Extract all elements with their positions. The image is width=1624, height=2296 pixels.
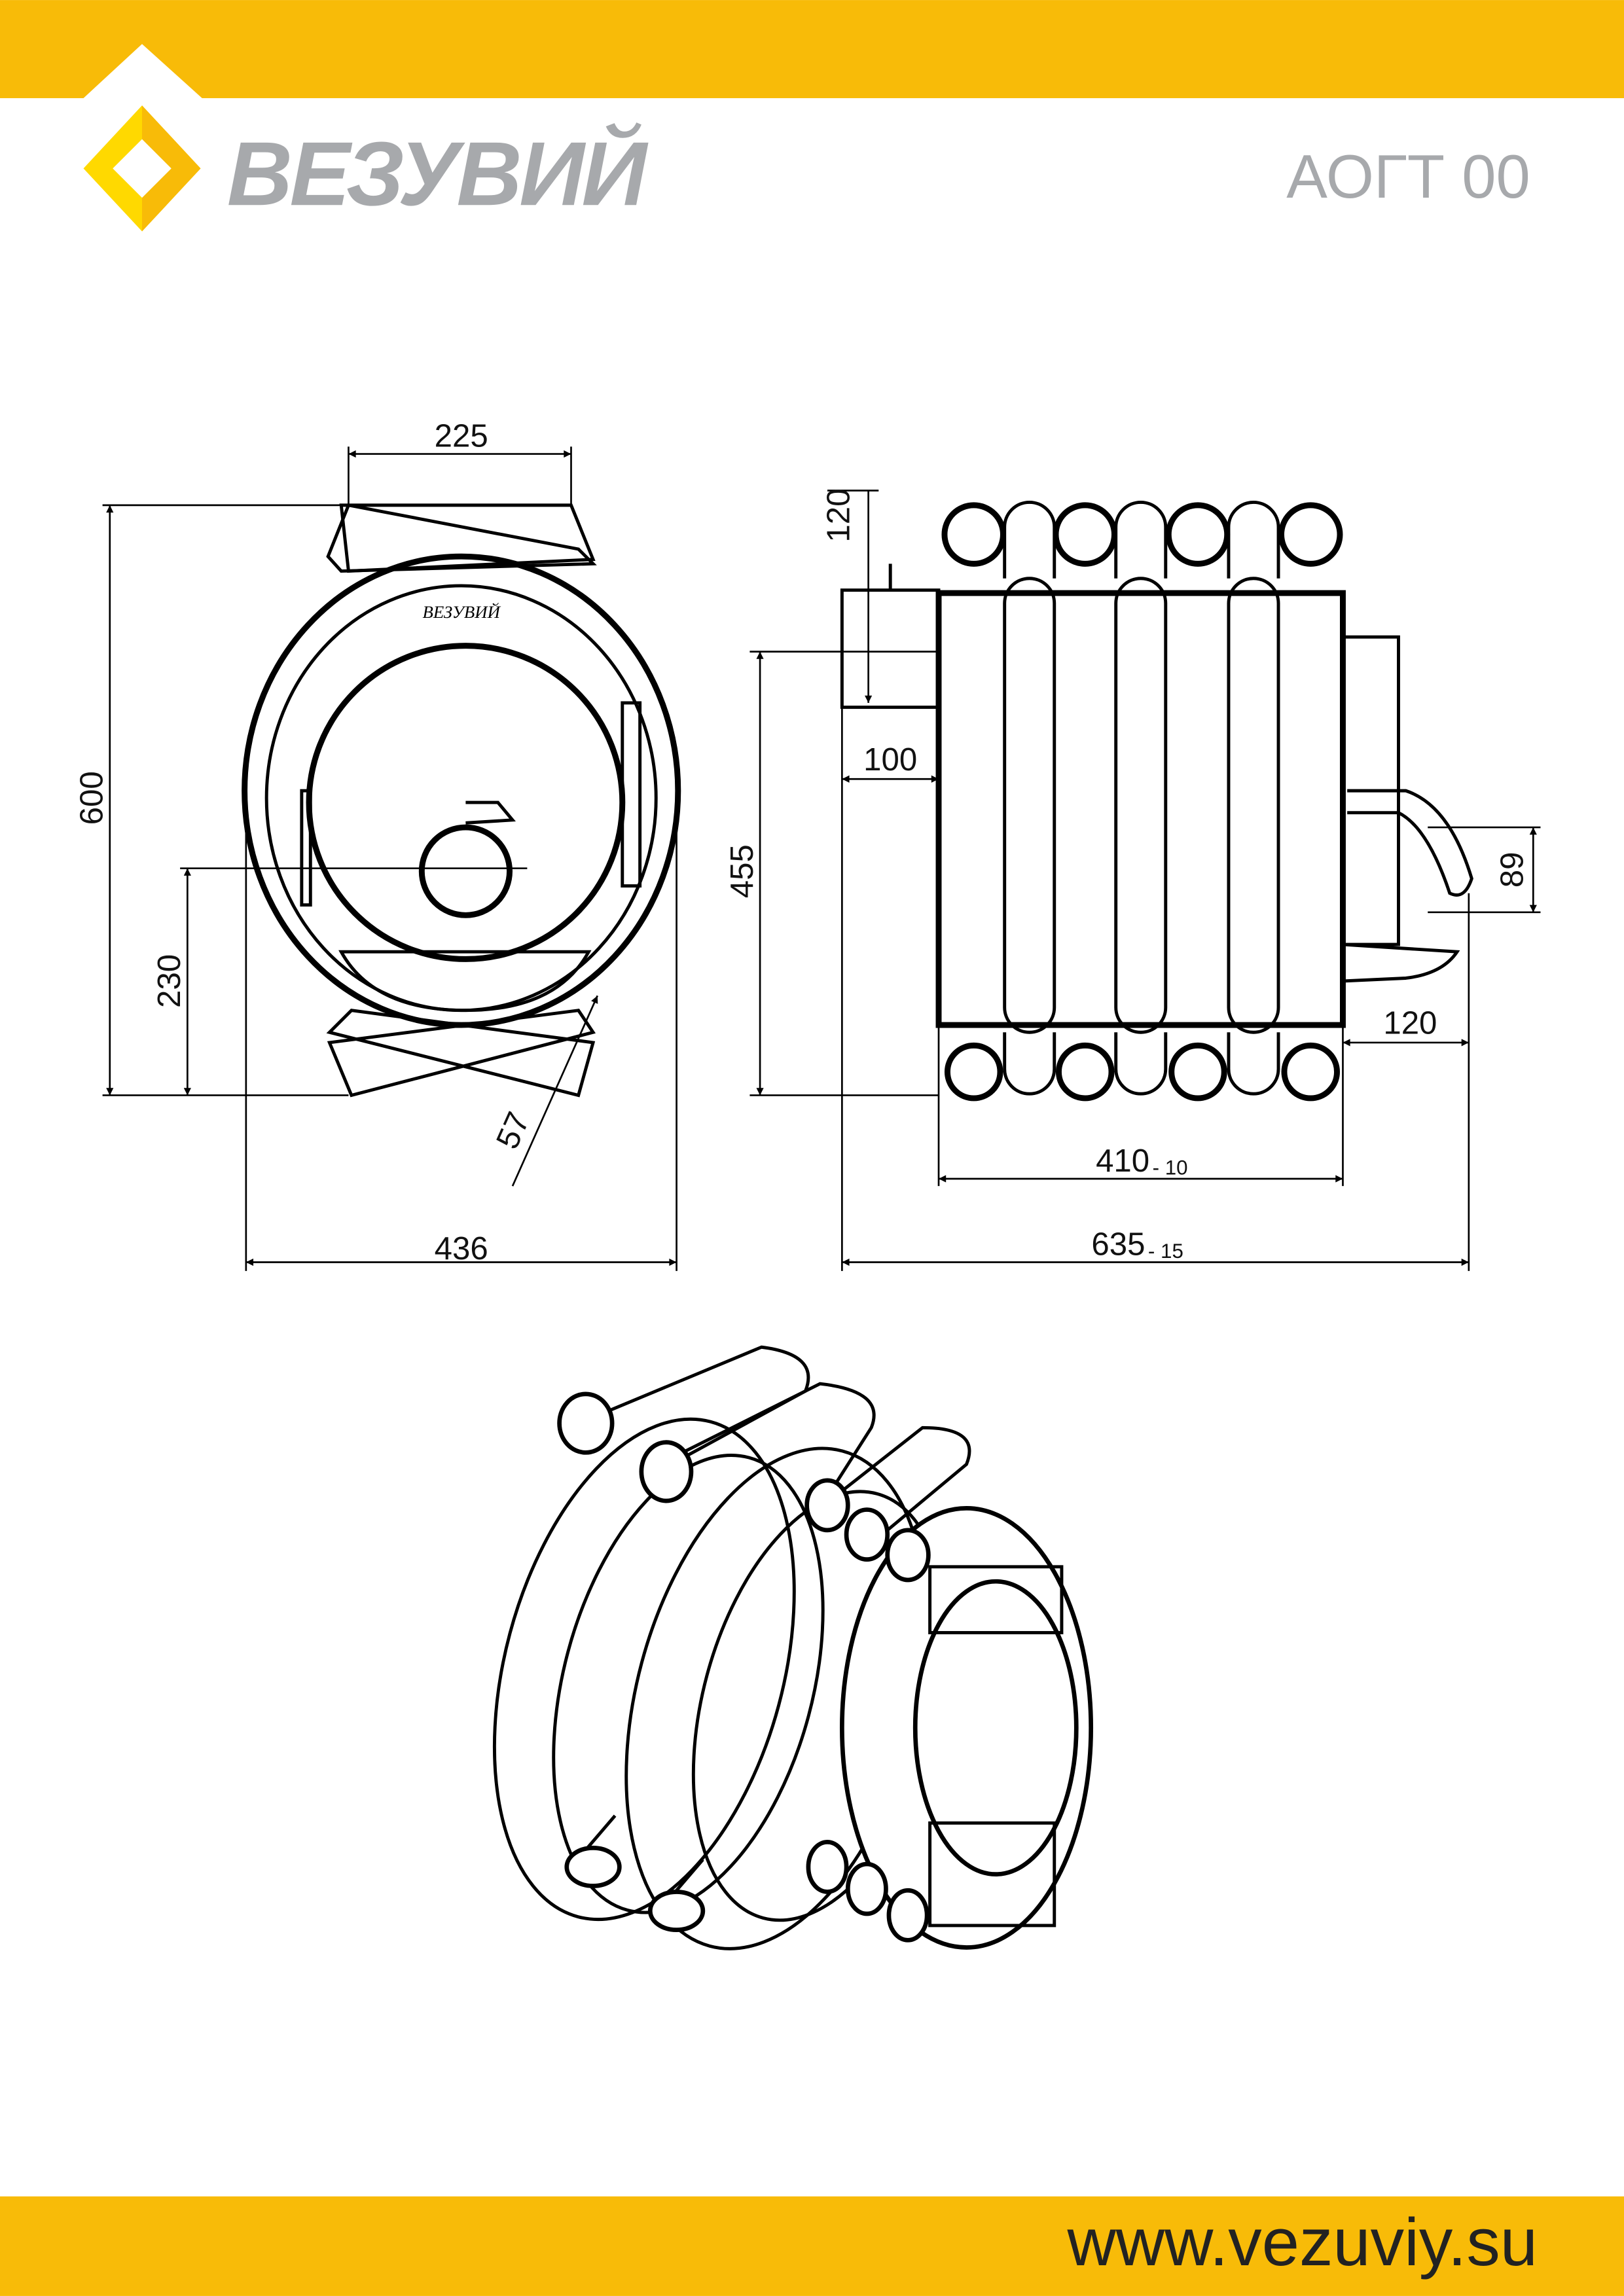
website-link[interactable]: www.vezuviy.su	[1066, 2204, 1538, 2280]
side-view: 120 100 455 89 120 410 - 10 635 - 15	[724, 489, 1541, 1271]
model-name: АОГТ 00	[1286, 142, 1530, 211]
header-bar	[0, 0, 1624, 98]
dim-body-length: 410	[1096, 1143, 1149, 1179]
dim-height: 600	[74, 771, 110, 825]
dim-flue-length: 100	[863, 742, 917, 778]
dim-flue-height: 120	[821, 489, 857, 543]
brand-name: ВЕЗУВИЙ	[227, 122, 649, 224]
dim-total-tolerance: - 15	[1148, 1240, 1183, 1263]
dim-flue-axis: 455	[724, 844, 760, 898]
front-view: ВЕЗУВИЙ 225 600 230 436 57	[74, 418, 681, 1271]
dim-width: 436	[435, 1230, 488, 1266]
brand-logo-icon	[83, 44, 202, 232]
isometric-view	[492, 1345, 1094, 1950]
door-emblem: ВЕЗУВИЙ	[422, 601, 501, 622]
dim-body-tolerance: - 10	[1153, 1156, 1188, 1179]
dim-top-width: 225	[435, 418, 488, 454]
dim-total-length: 635	[1091, 1226, 1145, 1262]
dim-leg-height: 230	[151, 954, 187, 1008]
footer-bar	[0, 2196, 1624, 2296]
dim-handle: 89	[1494, 852, 1530, 888]
dim-rear-offset: 120	[1383, 1005, 1437, 1041]
